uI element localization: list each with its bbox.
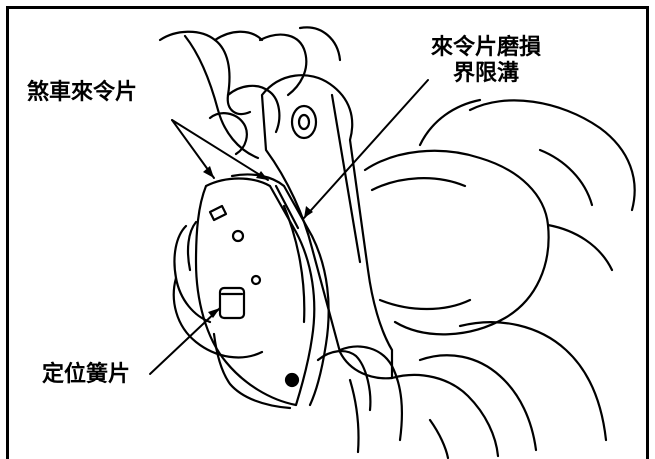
caliper-body-drawing — [363, 98, 636, 336]
retainer-spring-drawing — [172, 204, 292, 410]
upper-hand-drawing — [158, 26, 342, 160]
wear-limit-groove-label: 來令片磨損 界限溝 — [411, 35, 561, 87]
wear-limit-label-line1: 來令片磨損 — [430, 35, 541, 60]
lower-hand-drawing — [316, 321, 608, 459]
brake-pad-label: 煞車來令片 — [27, 80, 138, 105]
retainer-spring-label: 定位簧片 — [42, 362, 131, 387]
leader-lines — [149, 79, 429, 375]
wear-limit-label-line2: 界限溝 — [452, 61, 519, 86]
arrowheads — [203, 166, 313, 318]
brake-pad-drawing — [194, 173, 330, 407]
